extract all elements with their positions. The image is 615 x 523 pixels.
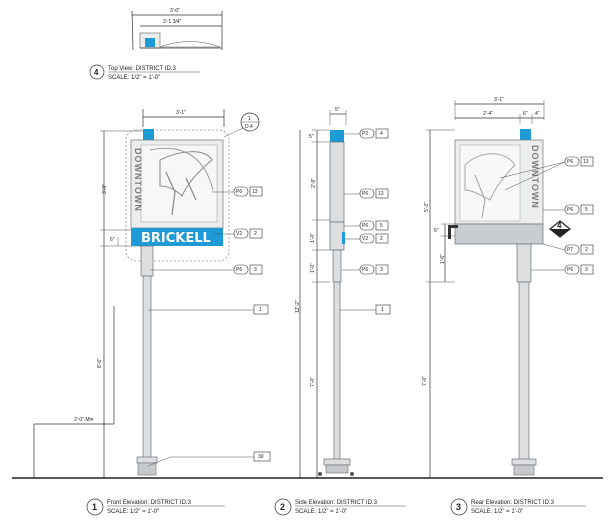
dim-side-band: 1'-0" <box>310 233 316 243</box>
svg-text:P6: P6 <box>567 207 573 213</box>
svg-text:Front Elevation: DISTRICT ID.3: Front Elevation: DISTRICT ID.3 <box>107 500 192 506</box>
svg-text:30: 30 <box>258 454 264 460</box>
svg-text:Side Elevation: DISTRICT ID.3: Side Elevation: DISTRICT ID.3 <box>295 500 378 506</box>
svg-text:P6: P6 <box>567 267 573 273</box>
svg-text:3: 3 <box>456 502 461 512</box>
front-view-label: 1 Front Elevation: DISTRICT ID.3 SCALE: … <box>86 498 225 516</box>
rear-callout-p6-3: P6 3 <box>564 264 594 275</box>
svg-text:P2: P2 <box>362 131 368 137</box>
side-elevation: 5" 12'-2" 5" 2'-9" 1'-0" 1'-0" 7'-0" P2 <box>295 107 391 479</box>
svg-text:P6: P6 <box>362 191 368 197</box>
dim-rear-post: 7'-0" <box>422 376 428 386</box>
dim-top-inner: 3'-1 3/4" <box>163 19 182 25</box>
svg-text:3: 3 <box>585 267 588 273</box>
svg-text:13: 13 <box>252 189 258 195</box>
svg-text:V2: V2 <box>236 231 242 237</box>
dim-rear-width: 3'-1" <box>494 97 504 103</box>
svg-text:V2: V2 <box>362 236 368 242</box>
rear-vertical-text: DOWNTOWN <box>530 145 540 209</box>
side-callout-1: 1 <box>375 304 391 315</box>
front-callout-p6-13: P6 13 <box>233 186 263 197</box>
svg-text:1: 1 <box>92 502 97 512</box>
svg-text:P7: P7 <box>567 247 573 253</box>
svg-text:P6: P6 <box>236 267 242 273</box>
rear-callout-p6-5: P6 5 <box>564 204 594 215</box>
svg-text:Rear Elevation: DISTRICT ID.3: Rear Elevation: DISTRICT ID.3 <box>471 500 555 506</box>
dim-side-post: 7'-0" <box>310 377 316 387</box>
front-callout-v2-2: V2 2 <box>233 228 263 239</box>
svg-text:2: 2 <box>254 231 257 237</box>
svg-text:P6: P6 <box>362 223 368 229</box>
front-vertical-text: DOWNTOWN <box>133 148 143 212</box>
svg-text:2: 2 <box>380 236 383 242</box>
dim-side-mid: 2'-9" <box>311 178 317 188</box>
front-callout-1: 1 <box>253 304 269 315</box>
svg-text:3: 3 <box>380 267 383 273</box>
svg-text:3: 3 <box>254 267 257 273</box>
top-view-number: 4 <box>94 68 99 77</box>
top-view: 3'-0" 3'-1 3/4" 4 Top View: DISTRICT ID.… <box>89 8 223 81</box>
dim-side-lower: 1'-0" <box>310 263 316 273</box>
svg-text:2: 2 <box>280 502 285 512</box>
dim-front-bar: 6" <box>110 237 115 243</box>
front-sign-name: BRICKELL <box>141 231 211 246</box>
svg-text:P6: P6 <box>362 267 368 273</box>
side-callout-p6-3: P6 3 <box>359 264 389 275</box>
svg-text:13: 13 <box>583 159 589 165</box>
dim-rear-right: 4" <box>535 111 540 117</box>
detail-callout-bubble: 1 D.4 <box>223 112 260 138</box>
section-marker-4: 4 <box>549 220 571 238</box>
dim-side-width: 5" <box>335 107 340 113</box>
rear-callout-p6-13: P6 13 <box>564 156 594 167</box>
svg-text:4: 4 <box>380 131 383 137</box>
svg-text:D.4: D.4 <box>245 124 253 130</box>
front-callout-30: 30 <box>253 451 271 462</box>
dim-front-post: 8'-6" <box>97 358 103 368</box>
rear-elevation: 3'-1" 2'-4" 6" 4" 5'-2" 7'-0" 6" 1'-6" D… <box>422 97 594 479</box>
dim-rear-band: 6" <box>434 228 439 234</box>
svg-text:SCALE: 1/2" = 1'-0": SCALE: 1/2" = 1'-0" <box>295 509 347 515</box>
dim-front-min: 2'-0" Min <box>74 417 94 423</box>
svg-text:SCALE: 1/2" = 1'-0": SCALE: 1/2" = 1'-0" <box>471 509 523 515</box>
dim-rear-lower: 1'-6" <box>440 254 446 264</box>
side-callout-v2-2: V2 2 <box>359 233 389 244</box>
dim-rear-upper: 5'-2" <box>424 202 430 212</box>
dim-front-width: 3'-1" <box>176 110 186 116</box>
svg-text:4: 4 <box>557 221 562 230</box>
front-elevation: 3'-1" 3'-9" 8'-6" 6" 2'-0" Min DOWNTOWN … <box>33 109 271 478</box>
svg-text:P6: P6 <box>567 159 573 165</box>
side-callout-p6-5: P6 5 <box>359 220 389 231</box>
dim-rear-left: 2'-4" <box>483 111 493 117</box>
dim-front-panel: 3'-9" <box>102 184 108 194</box>
dim-side-top: 5" <box>309 134 314 140</box>
svg-text:SCALE: 1/2" = 1'-0": SCALE: 1/2" = 1'-0" <box>107 509 159 515</box>
svg-text:5: 5 <box>585 207 588 213</box>
svg-text:P6: P6 <box>236 189 242 195</box>
dim-top-overall: 3'-0" <box>170 8 180 14</box>
side-view-label: 2 Side Elevation: DISTRICT ID.3 SCALE: 1… <box>274 498 406 516</box>
svg-text:5: 5 <box>380 223 383 229</box>
dim-rear-mid: 6" <box>523 111 528 117</box>
rear-callout-p7-2: P7 2 <box>564 244 594 255</box>
dim-side-total: 12'-2" <box>295 300 301 313</box>
svg-text:1: 1 <box>381 307 384 313</box>
top-view-title: Top View: DISTRICT ID.3 <box>108 66 176 72</box>
svg-text:2: 2 <box>585 247 588 253</box>
svg-text:1: 1 <box>248 116 251 122</box>
svg-text:1: 1 <box>259 307 262 313</box>
side-callout-p2-4: P2 4 <box>359 128 389 139</box>
rear-view-label: 3 Rear Elevation: DISTRICT ID.3 SCALE: 1… <box>450 498 586 516</box>
front-callout-p6-3: P6 3 <box>233 264 263 275</box>
top-view-scale: SCALE: 1/2" = 1'-0" <box>108 75 160 81</box>
svg-text:13: 13 <box>378 191 384 197</box>
side-callout-p6-13: P6 13 <box>359 188 389 199</box>
